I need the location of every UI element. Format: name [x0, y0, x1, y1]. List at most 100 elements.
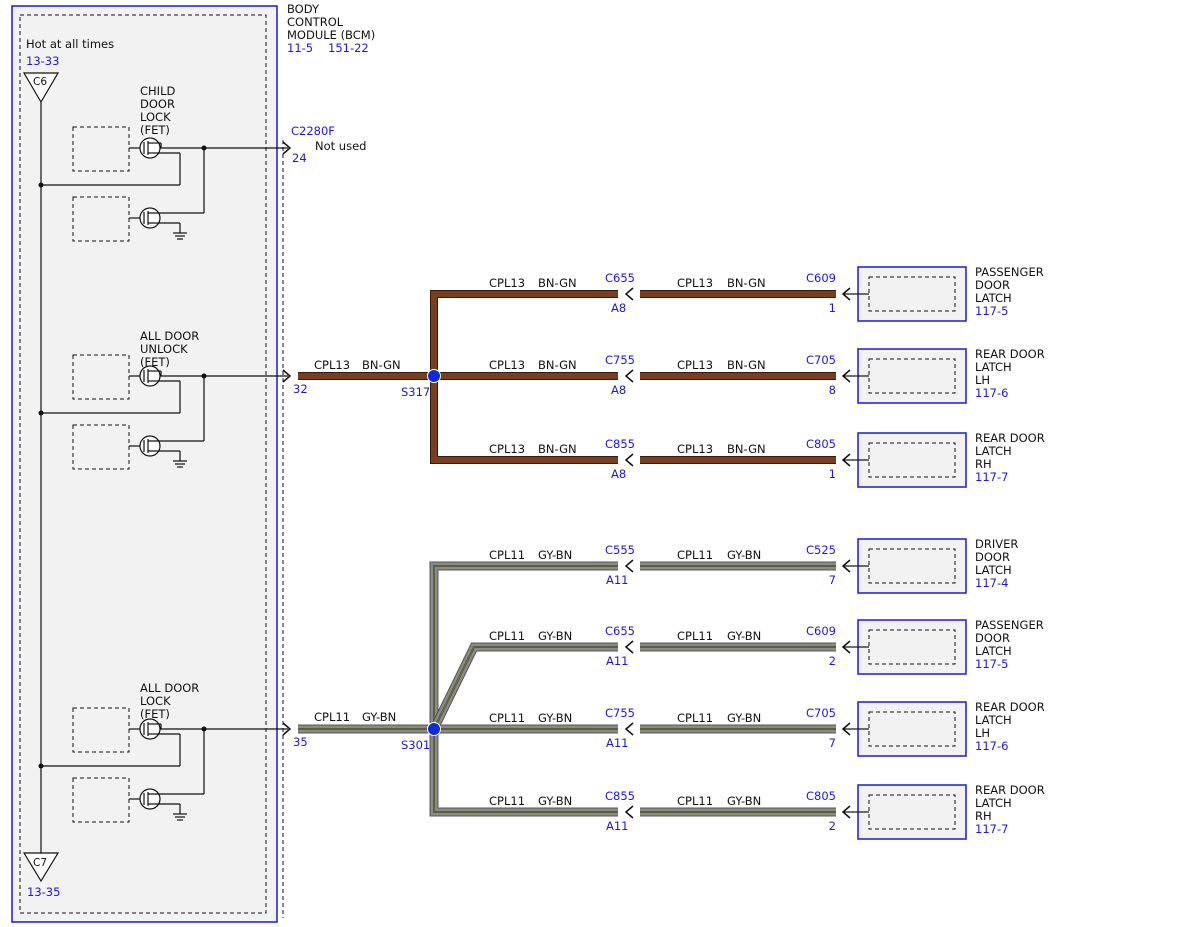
bus-junction-dot: [38, 182, 44, 188]
branch-color-label: BN-GN: [538, 276, 577, 290]
door-latch-device[interactable]: [857, 348, 967, 404]
output-arrow-icon: [282, 722, 292, 736]
power-ref[interactable]: 13-33: [26, 54, 59, 68]
fet-low-side-icon: [139, 788, 161, 810]
device-label-line: REAR DOOR: [975, 783, 1045, 797]
device-color-label: BN-GN: [727, 358, 766, 372]
door-latch-device[interactable]: [857, 432, 967, 488]
device-ref-link: 117-7: [975, 822, 1008, 836]
power-label: Hot at all times: [26, 37, 114, 51]
fet-driver-block: [72, 354, 130, 400]
device-circuit-label: CPL11: [677, 629, 713, 643]
door-latch-device[interactable]: [857, 538, 967, 594]
bcm-title-line-1: BODY: [287, 2, 320, 16]
branch-wire-tracer: [433, 729, 618, 813]
branch-circuit-label: CPL11: [489, 548, 525, 562]
branch-circuit-label: CPL13: [489, 442, 525, 456]
branch-color-label: BN-GN: [538, 358, 577, 372]
inline-connector-arrow-icon: [624, 559, 634, 573]
feed-circuit-label: CPL11: [314, 710, 350, 724]
fet-label-line: ALL DOOR: [140, 329, 199, 343]
unused-pin: 24: [292, 151, 307, 165]
inline-pin-label: A8: [611, 301, 626, 315]
splice-dot[interactable]: [427, 369, 441, 383]
branch-wire-stripe: [433, 729, 618, 813]
latch-motor-block: [868, 358, 956, 394]
bcm-title-line-2: CONTROL: [287, 15, 344, 29]
branch-wire[interactable]: [430, 729, 618, 816]
latch-motor-block: [868, 548, 956, 584]
device-color-label: GY-BN: [727, 711, 761, 725]
feed-circuit-label: CPL13: [314, 358, 350, 372]
branch-wire[interactable]: [431, 291, 618, 376]
output-arrow-icon: [282, 141, 292, 155]
fet-driver-block: [72, 126, 130, 172]
output-arrow-icon: [282, 369, 292, 383]
unused-connector[interactable]: C2280F: [291, 124, 335, 138]
inline-connector-arrow-icon: [624, 453, 634, 467]
branch-wire[interactable]: [431, 376, 618, 463]
bottom-ref[interactable]: 13-35: [27, 885, 60, 899]
inline-pin-label: A11: [606, 654, 629, 668]
branch-wire-stripe: [433, 646, 618, 730]
device-circuit-label: CPL13: [677, 442, 713, 456]
door-latch-device[interactable]: [857, 784, 967, 840]
device-color-label: BN-GN: [727, 276, 766, 290]
bcm-module-box: [11, 5, 278, 923]
device-label-line: LH: [975, 373, 990, 387]
inline-pin-label: A8: [611, 383, 626, 397]
inline-connector-arrow-icon: [624, 805, 634, 819]
branch-wire[interactable]: [430, 643, 618, 731]
device-connector-label: C609: [806, 624, 836, 638]
door-latch-device[interactable]: [857, 266, 967, 322]
branch-wire-tracer: [433, 565, 618, 729]
bcm-ref-2[interactable]: 151-22: [328, 41, 369, 55]
inline-connector-arrow-icon: [624, 369, 634, 383]
device-circuit-label: CPL13: [677, 276, 713, 290]
device-label-line: LATCH: [975, 796, 1012, 810]
splice-label: S301: [401, 738, 430, 752]
device-connector-label: C805: [806, 437, 836, 451]
device-label-line: PASSENGER: [975, 618, 1044, 632]
device-circuit-label: CPL13: [677, 358, 713, 372]
door-latch-device[interactable]: [857, 619, 967, 675]
connector-c7-symbol: [22, 852, 60, 883]
splice-dot[interactable]: [427, 722, 441, 736]
device-label-line: LH: [975, 726, 990, 740]
latch-motor-block: [868, 711, 956, 747]
device-connector-label: C805: [806, 789, 836, 803]
device-ref-link: 117-6: [975, 739, 1008, 753]
branch-circuit-label: CPL13: [489, 358, 525, 372]
inline-connector-label: C855: [605, 437, 635, 451]
connector-c6-label: C6: [33, 76, 47, 88]
branch-circuit-label: CPL11: [489, 794, 525, 808]
fet-label-line: UNLOCK: [140, 342, 188, 356]
inline-connector-label: C655: [605, 624, 635, 638]
branch-color-label: GY-BN: [538, 794, 572, 808]
fet-label-line: (FET): [140, 707, 170, 721]
bus-junction-dot: [38, 410, 44, 416]
door-latch-device[interactable]: [857, 701, 967, 757]
device-label-line: RH: [975, 457, 992, 471]
inline-connector-label: C755: [605, 353, 635, 367]
device-ref-link: 117-5: [975, 657, 1008, 671]
branch-color-label: BN-GN: [538, 442, 577, 456]
fet-high-side-icon: [139, 718, 161, 740]
fet-label-line: DOOR: [140, 97, 175, 111]
fet-label-line: ALL DOOR: [140, 681, 199, 695]
bcm-title-line-3: MODULE (BCM): [287, 28, 375, 42]
device-label-line: REAR DOOR: [975, 431, 1045, 445]
branch-circuit-label: CPL11: [489, 629, 525, 643]
device-connector-label: C705: [806, 353, 836, 367]
inline-connector-label: C755: [605, 706, 635, 720]
fet-low-side-icon: [139, 207, 161, 229]
latch-motor-block: [868, 442, 956, 478]
branch-color-label: GY-BN: [538, 711, 572, 725]
bcm-ref-1[interactable]: 11-5: [287, 41, 313, 55]
